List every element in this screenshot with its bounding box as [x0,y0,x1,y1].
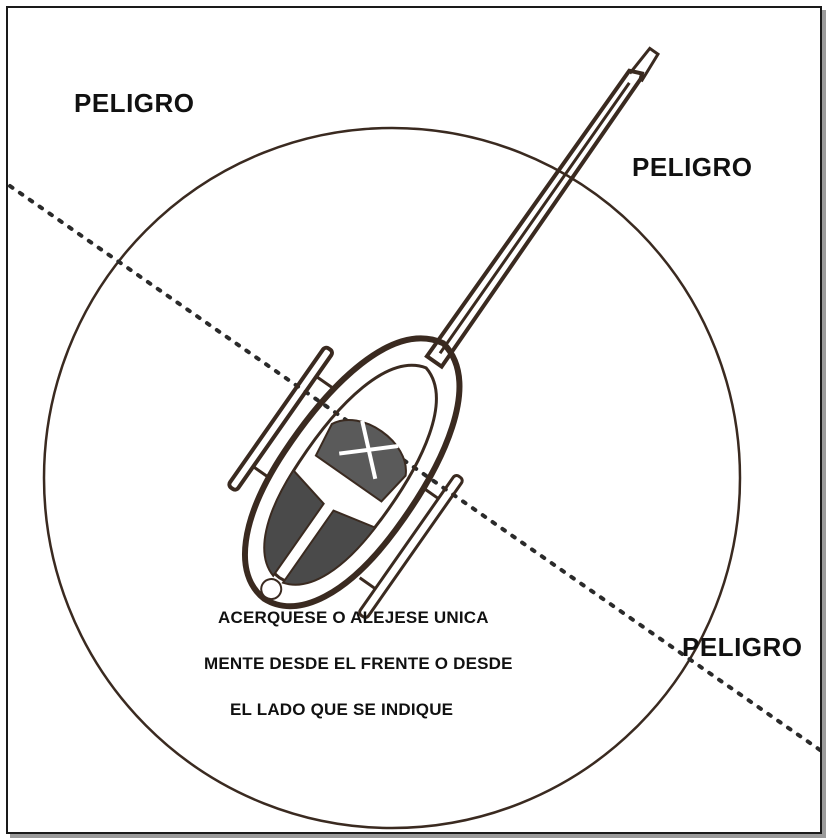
diagram-frame: PELIGRO PELIGRO PELIGRO ACERQUESE O ALEJ… [6,6,822,834]
tail-fin [628,46,660,83]
skid-strut-left-2 [252,465,269,478]
rotor-mast-b [338,444,399,456]
skid-strut-right-2 [358,576,377,590]
instruction-line-1: ACERQUESE O ALEJESE UNICA [218,608,489,627]
danger-label-bottom-right: PELIGRO [682,632,803,662]
fuselage-inner [264,363,438,585]
skid-strut-left-1 [315,375,333,389]
tail-boom-center [438,82,631,355]
danger-label-top-left: PELIGRO [74,88,195,118]
instruction-line-2: MENTE DESDE EL FRENTE O DESDE [204,654,513,673]
cabin-panel [314,418,407,503]
nose-bubble [260,578,283,601]
rotor-danger-circle [42,126,742,830]
danger-label-top-right: PELIGRO [632,152,753,182]
skid-left [227,345,334,492]
skid-strut-right-1 [421,486,440,500]
cockpit-window-left [263,468,325,578]
fuselage [242,335,463,610]
tail-boom [424,68,645,370]
skid-right [358,474,464,619]
instruction-line-3: EL LADO QUE SE INDIQUE [230,700,454,719]
cockpit-window-right [281,509,377,586]
helicopter-safety-diagram [8,46,820,830]
helicopter-icon [227,46,660,619]
